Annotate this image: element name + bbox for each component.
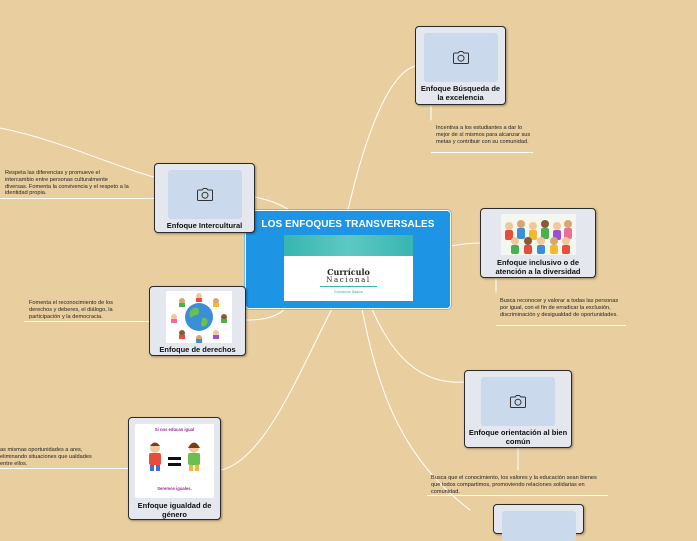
node-label: Enfoque inclusivo o de atención a la div… (495, 258, 581, 276)
link-genero (220, 308, 333, 471)
image-top-text: Si nos educan igual (154, 427, 195, 432)
connector-lines (0, 65, 519, 511)
node-label: Enfoque Intercultural (166, 221, 243, 230)
note-derechos: Fomenta el reconocimiento de los derecho… (29, 300, 113, 320)
note-underline (0, 198, 154, 199)
link-bottom-right (361, 308, 471, 511)
note-bien-comun: Busca que el conocimiento, los valores y… (431, 475, 597, 495)
node-genero[interactable]: Si nos educan igual Seremos iguales. Enf… (128, 417, 221, 520)
link-inclusivo (450, 242, 481, 247)
central-title: LOS ENFOQUES TRANSVERSALES (261, 219, 435, 230)
camera-icon (510, 395, 526, 408)
image-placeholder (481, 377, 555, 426)
note-genero: as mismas oportunidades a ares, eliminan… (0, 447, 92, 467)
children-around-globe-image (166, 291, 232, 343)
node-derechos[interactable]: Enfoque de derechos (149, 286, 246, 356)
node-intercultural[interactable]: Enfoque Intercultural (154, 163, 255, 233)
node-label: Enfoque Búsqueda de la excelencia (420, 84, 501, 102)
image-placeholder (424, 33, 498, 82)
node-label: Enfoque igualdad de género (137, 501, 212, 519)
camera-icon (453, 51, 469, 64)
cover-footer: Educación Básica (334, 290, 363, 294)
link-derechos (245, 308, 286, 321)
link-excelencia (347, 65, 416, 211)
image-placeholder (168, 170, 242, 219)
note-underline (427, 495, 608, 496)
image-placeholder (502, 511, 576, 541)
note-underline (496, 325, 626, 326)
link-top-left (0, 127, 155, 178)
note-underline (431, 152, 533, 153)
camera-icon (197, 188, 213, 201)
note-excelencia: Incentiva a los estudiantes a dar lo mej… (436, 125, 531, 145)
node-partial-bottom[interactable] (493, 504, 584, 541)
children-group-image (501, 214, 576, 255)
note-underline (0, 468, 128, 469)
node-excelencia[interactable]: Enfoque Búsqueda de la excelencia (415, 26, 506, 105)
node-label: Enfoque orientación al bien común (468, 428, 568, 446)
central-topic[interactable]: LOS ENFOQUES TRANSVERSALES Currículo Nac… (245, 210, 451, 309)
note-underline (24, 321, 149, 322)
note-intercultural: Respeta las diferencias y promueve el in… (5, 170, 129, 197)
cover-pattern-band (284, 235, 413, 256)
node-inclusivo[interactable]: Enfoque inclusivo o de atención a la div… (480, 208, 596, 278)
cover-title: Currículo (327, 267, 370, 277)
cover-subtitle: Nacional (326, 276, 371, 284)
cover-divider (320, 286, 377, 287)
note-inclusivo: Busca reconocer y valorar a todas las pe… (500, 298, 619, 318)
gender-equality-image: Si nos educan igual Seremos iguales. (135, 424, 214, 498)
node-label: Enfoque de derechos (159, 345, 236, 354)
node-bien-comun[interactable]: Enfoque orientación al bien común (464, 370, 572, 448)
curriculo-cover-image: Currículo Nacional Educación Básica (284, 235, 413, 301)
link-bien-comun (371, 308, 465, 383)
mind-map-canvas: LOS ENFOQUES TRANSVERSALES Currículo Nac… (0, 26, 626, 541)
image-bottom-text: Seremos iguales. (157, 486, 192, 491)
